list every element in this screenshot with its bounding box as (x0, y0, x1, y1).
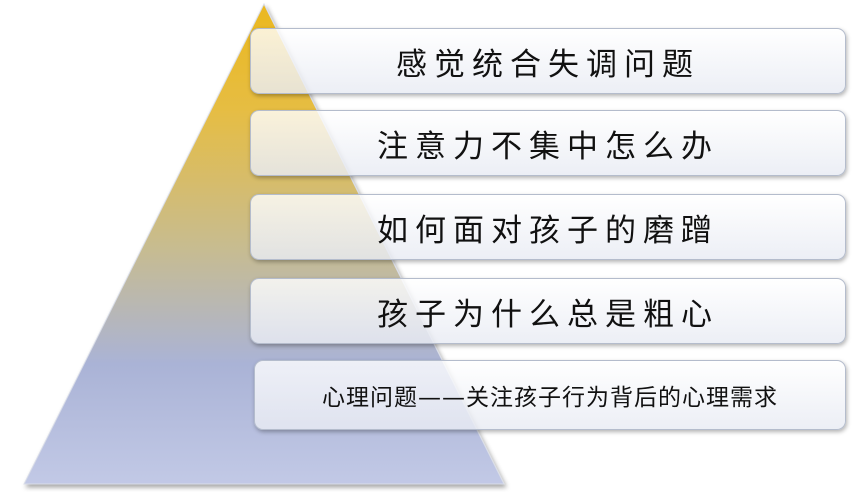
pyramid-level-4-label: 孩子为什么总是粗心 (377, 296, 719, 333)
pyramid-level-5-label: 心理问题——关注孩子行为背后的心理需求 (322, 385, 778, 411)
pyramid-level-4: 孩子为什么总是粗心 (250, 278, 846, 344)
pyramid-level-2: 注意力不集中怎么办 (250, 110, 846, 176)
pyramid-level-2-label: 注意力不集中怎么办 (377, 128, 719, 165)
pyramid-level-3: 如何面对孩子的磨蹭 (250, 194, 846, 260)
pyramid-level-1: 感觉统合失调问题 (250, 28, 846, 94)
pyramid-level-5: 心理问题——关注孩子行为背后的心理需求 (254, 360, 846, 430)
pyramid-level-1-label: 感觉统合失调问题 (396, 46, 700, 83)
pyramid-level-3-label: 如何面对孩子的磨蹭 (377, 212, 719, 249)
